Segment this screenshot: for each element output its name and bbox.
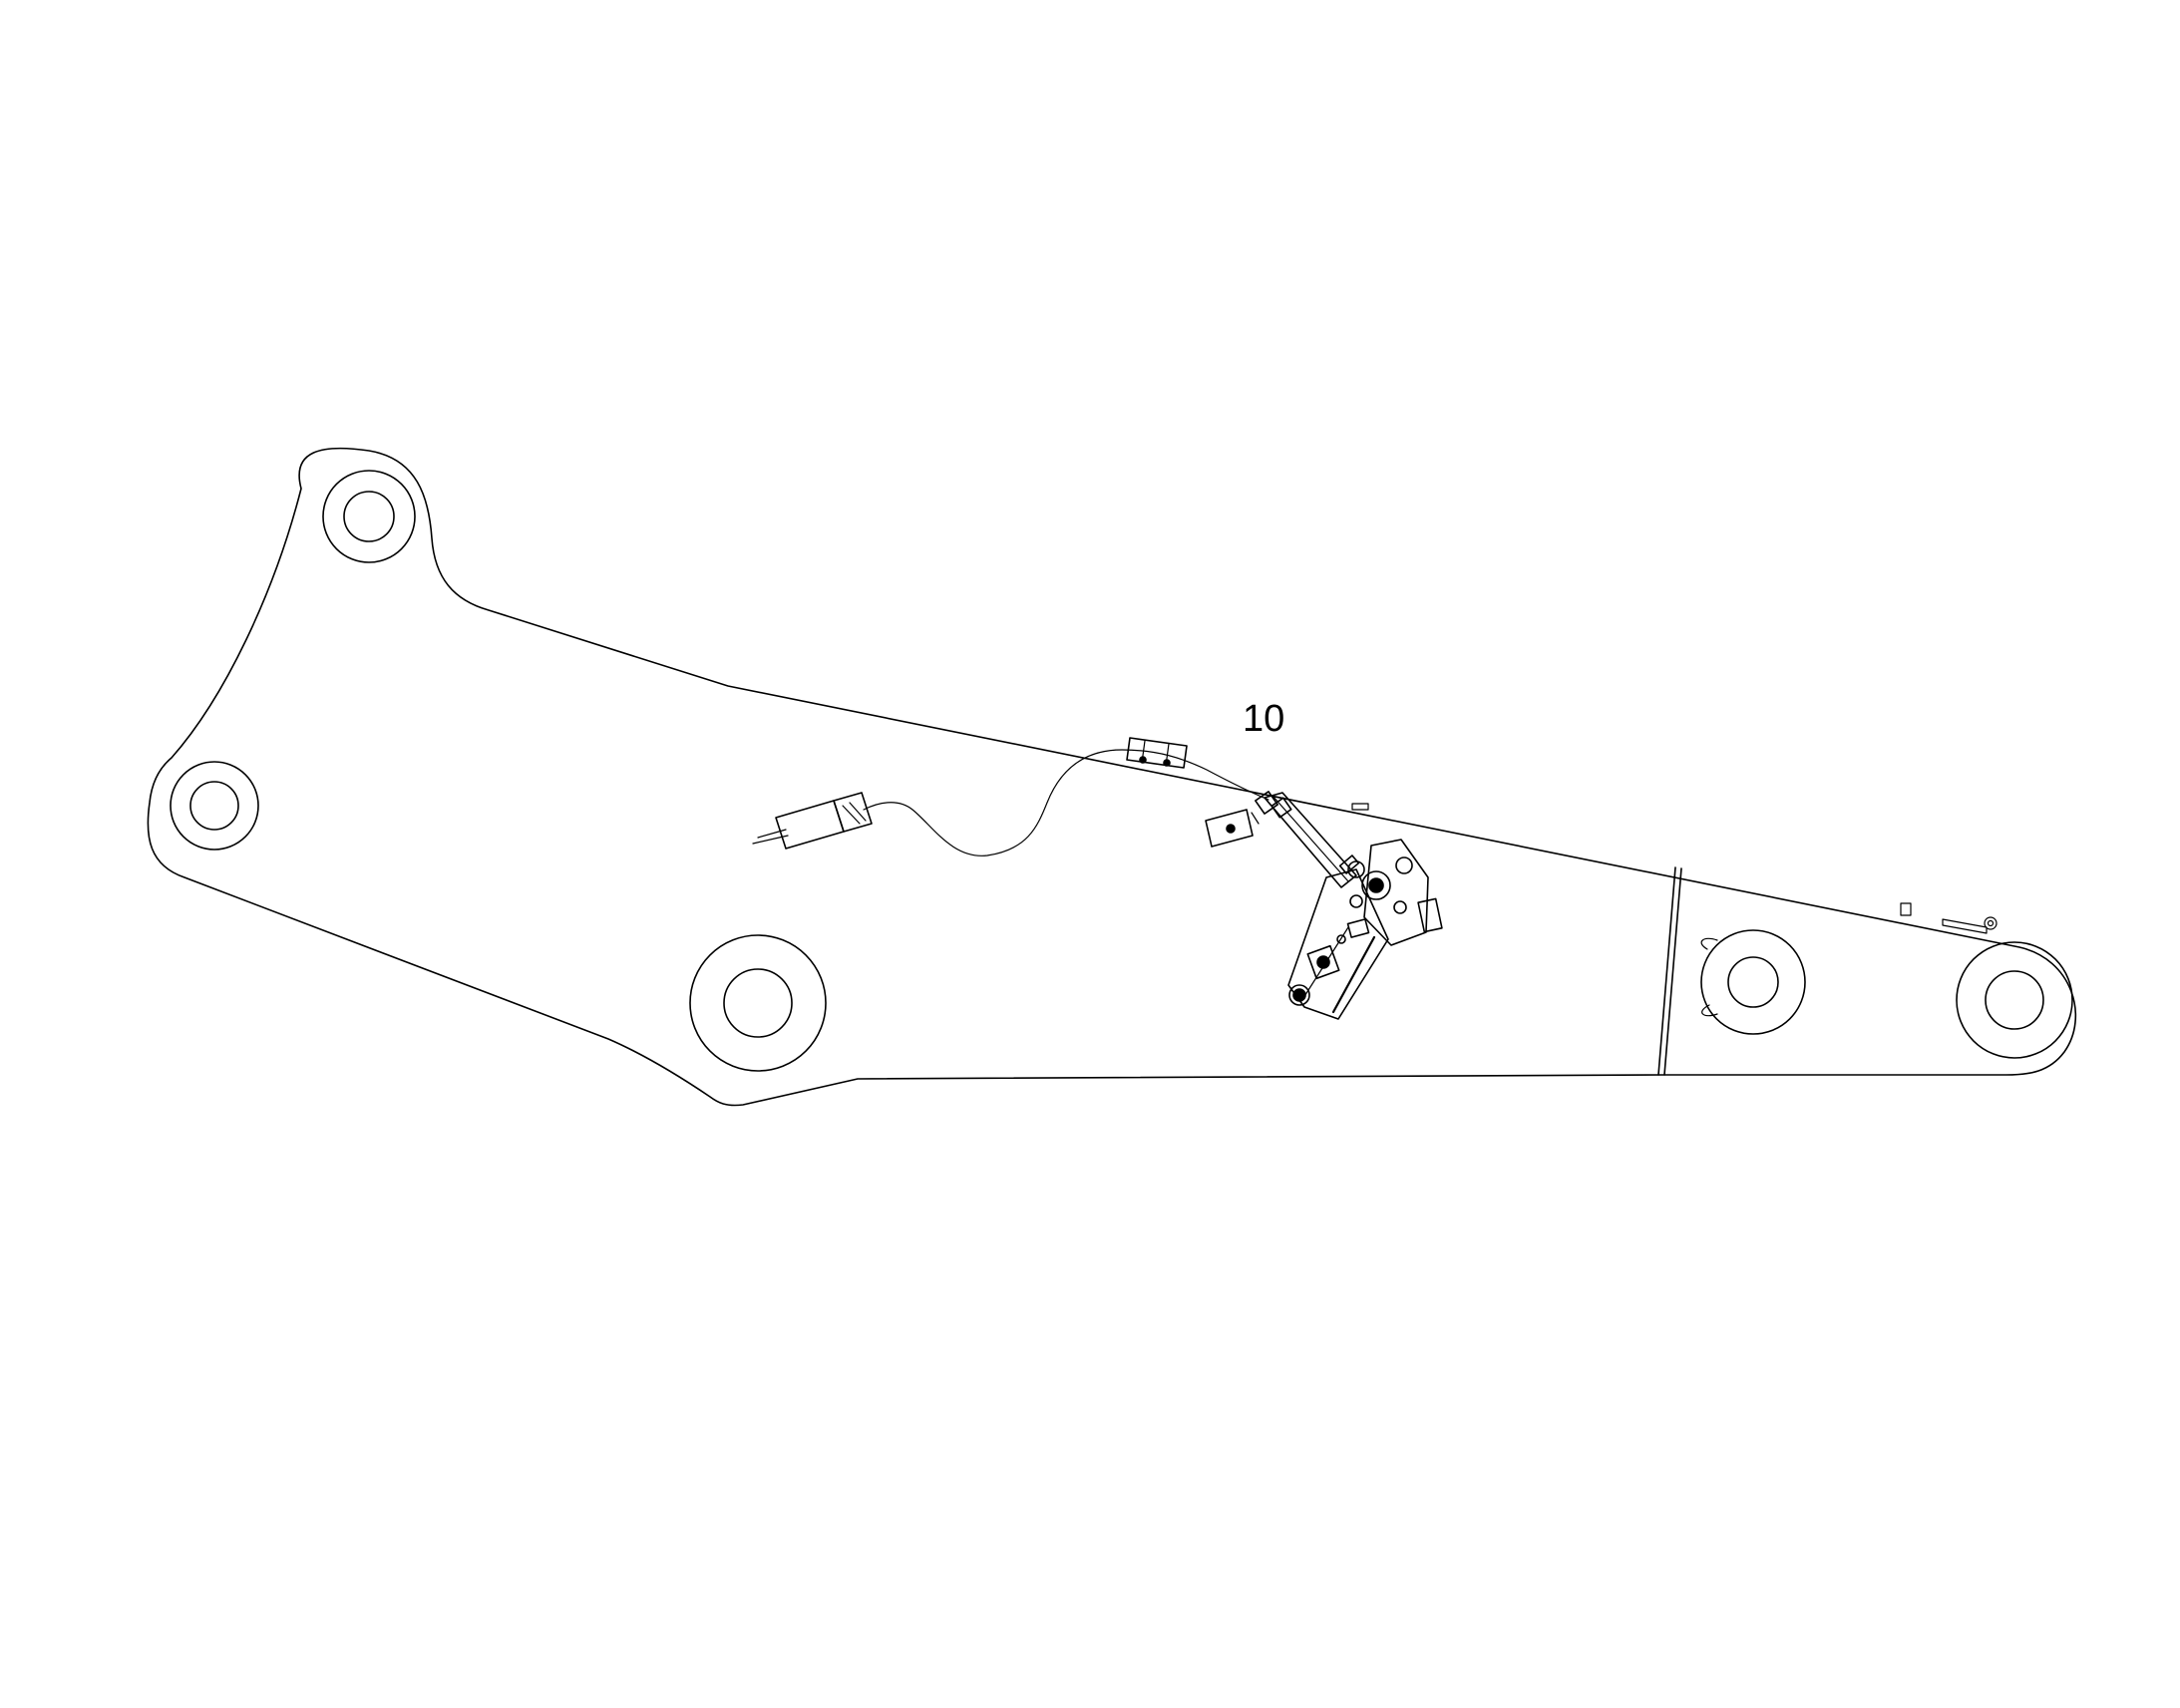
weld-seam-line	[1657, 866, 1676, 1076]
pivot-boss-left	[170, 761, 259, 851]
pivot-hole-right-end	[1985, 970, 2044, 1030]
pivot-boss-right-inner	[1700, 929, 1806, 1035]
hydraulic-line-stub-lower	[1701, 1004, 1718, 1017]
pivot-hole-bottom	[723, 968, 793, 1038]
top-edge-tab-1	[1351, 803, 1369, 811]
pivot-boss-bottom	[689, 934, 827, 1072]
sensor-cable	[863, 749, 1270, 856]
weld-seam-line-2	[1663, 867, 1682, 1076]
pivot-hole-top	[343, 491, 395, 542]
cable-clip	[1126, 737, 1188, 769]
top-edge-lug	[1984, 916, 1998, 930]
boom-outline	[147, 447, 2077, 1107]
hydraulic-line-stub-upper	[1700, 937, 1718, 950]
cable-connector-left	[752, 792, 873, 850]
pivot-hole-left	[189, 781, 239, 831]
angle-sensor-bracket	[1287, 839, 1443, 1020]
pivot-boss-right-end	[1956, 941, 2073, 1059]
pivot-boss-top	[322, 470, 416, 563]
top-edge-tab-2	[1900, 902, 1912, 916]
sensor-linkage-arm	[1251, 791, 1357, 888]
top-edge-lug-inner	[1987, 919, 1995, 927]
callout-label: 10	[1243, 698, 1285, 740]
pivot-hole-right-inner	[1727, 956, 1779, 1008]
mounting-plate-small	[1205, 809, 1254, 848]
top-edge-tab-3	[1942, 918, 1988, 934]
